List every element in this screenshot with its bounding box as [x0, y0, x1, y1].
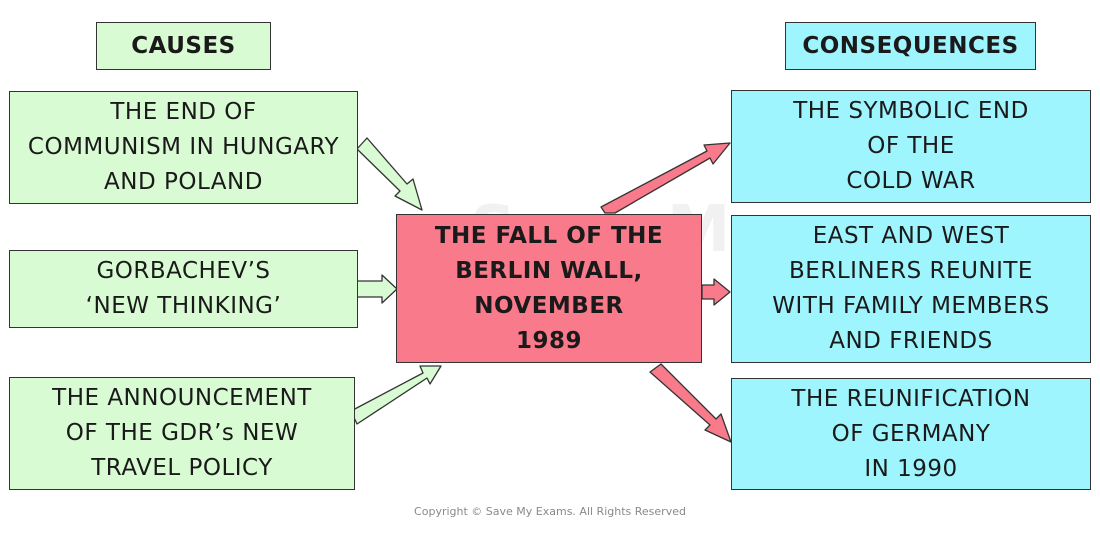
center-box-fall-of-berlin-wall: THE FALL OF THE BERLIN WALL, NOVEMBER 19… — [396, 214, 702, 363]
consequence-box-berliners-reunite: EAST AND WEST BERLINERS REUNITE WITH FAM… — [731, 215, 1091, 363]
cause-box-gorbachev: GORBACHEV’S ‘NEW THINKING’ — [9, 250, 358, 328]
cause-box-hungary-poland: THE END OF COMMUNISM IN HUNGARY AND POLA… — [9, 91, 358, 204]
consequences-header: CONSEQUENCES — [785, 22, 1036, 70]
arrow-consequence-1 — [600, 142, 731, 214]
consequence-box-cold-war: THE SYMBOLIC END OF THE COLD WAR — [731, 90, 1091, 203]
arrow-cause-2 — [356, 274, 398, 304]
arrow-consequence-2 — [701, 278, 731, 306]
arrow-cause-3 — [350, 365, 442, 425]
arrow-consequence-3 — [649, 363, 732, 443]
arrow-cause-1 — [356, 137, 423, 211]
copyright-notice: Copyright © Save My Exams. All Rights Re… — [414, 505, 686, 518]
consequence-box-reunification: THE REUNIFICATION OF GERMANY IN 1990 — [731, 378, 1091, 490]
cause-box-travel-policy: THE ANNOUNCEMENT OF THE GDR’s NEW TRAVEL… — [9, 377, 355, 490]
causes-header: CAUSES — [96, 22, 271, 70]
